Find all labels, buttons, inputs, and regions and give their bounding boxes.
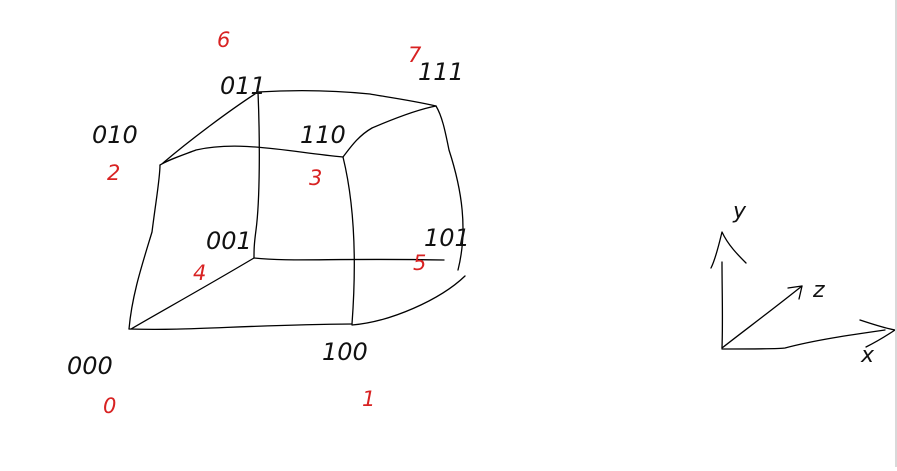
y-axis-arrowhead xyxy=(711,232,746,268)
axis-label-x: x xyxy=(860,343,875,368)
coordinate-axes xyxy=(711,232,895,349)
axis-labels: y z x xyxy=(732,199,875,368)
vertex-label-111: 111 xyxy=(418,58,464,86)
vertex-index-0: 0 xyxy=(103,394,116,418)
vertex-label-110: 110 xyxy=(300,121,346,149)
edge-011-001 xyxy=(254,92,259,258)
edge-010-011 xyxy=(163,92,258,163)
binary-labels: 000 100 010 110 001 101 011 111 xyxy=(67,58,470,380)
edge-111-011 xyxy=(258,91,436,106)
vertex-index-3: 3 xyxy=(309,166,322,190)
vertex-index-7: 7 xyxy=(408,43,422,67)
cube-edges xyxy=(129,91,465,330)
vertex-index-2: 2 xyxy=(107,161,120,185)
vertex-index-1: 1 xyxy=(362,387,375,411)
edge-100-110 xyxy=(343,157,354,324)
edge-100-101 xyxy=(352,276,465,325)
vertex-label-000: 000 xyxy=(67,352,113,380)
edge-010-000 xyxy=(129,165,160,329)
vertex-label-010: 010 xyxy=(92,121,138,149)
vertex-label-101: 101 xyxy=(424,224,470,252)
edge-110-111 xyxy=(343,106,436,157)
vertex-index-4: 4 xyxy=(193,261,206,285)
z-axis-line xyxy=(722,286,802,348)
vertex-label-011: 011 xyxy=(220,72,266,100)
axis-label-z: z xyxy=(812,278,825,303)
vertex-label-001: 001 xyxy=(206,227,252,255)
vertex-index-5: 5 xyxy=(413,251,426,275)
vertex-index-6: 6 xyxy=(217,28,230,52)
vertex-label-100: 100 xyxy=(322,338,368,366)
axis-label-y: y xyxy=(732,199,747,224)
edge-000-100 xyxy=(129,324,352,329)
